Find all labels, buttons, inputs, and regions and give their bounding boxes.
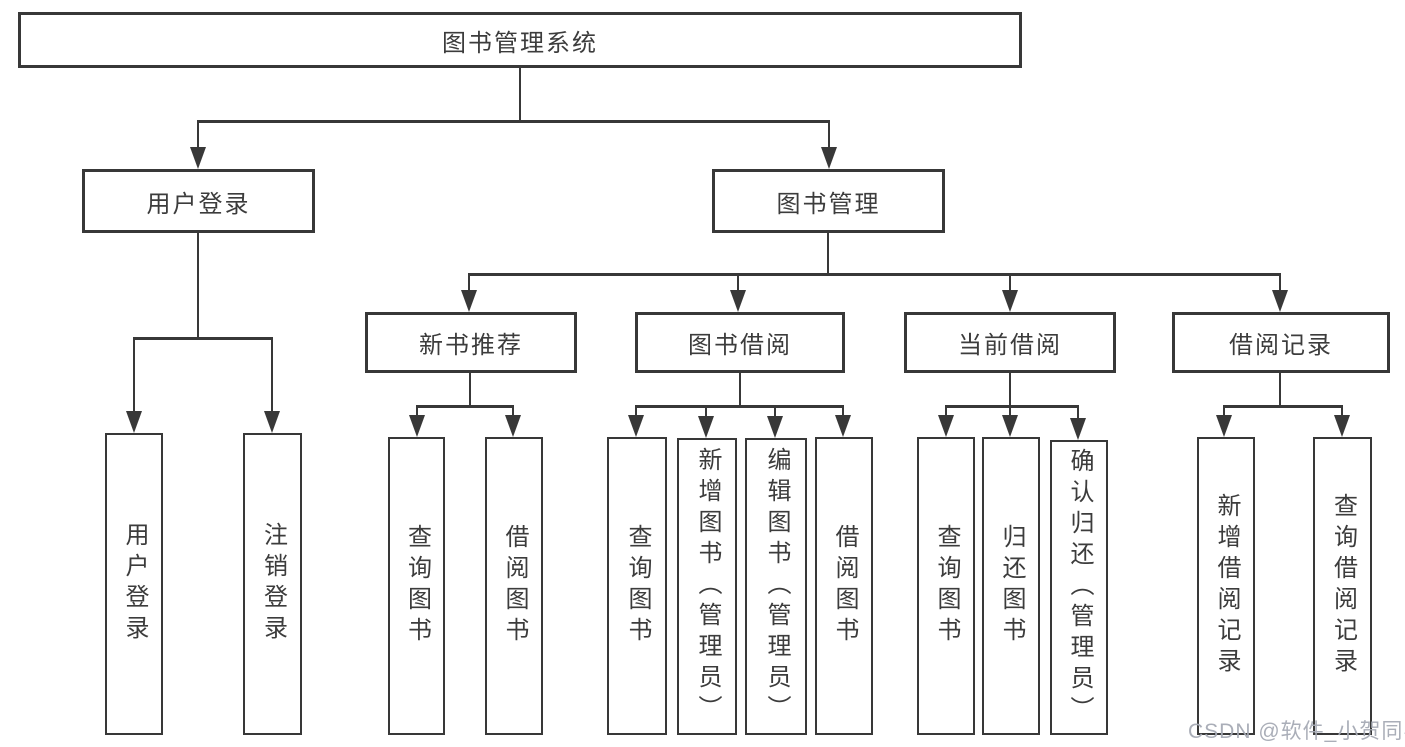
node-label: 当前借阅 <box>958 332 1062 359</box>
connector-drop-line <box>132 337 136 417</box>
node-label: 新书推荐 <box>419 332 523 359</box>
node-label: 查询图书 <box>403 524 431 648</box>
node-current-borrowing: 当前借阅 <box>904 312 1116 373</box>
arrow-down-icon <box>730 290 746 312</box>
connector-drop-line <box>634 405 638 421</box>
connector-drop-line <box>1340 405 1344 421</box>
node-book-management: 图书管理 <box>712 169 945 233</box>
connector-drop-line <box>511 405 515 421</box>
node-leaf-add-books-admin: 新增图书（管理员） <box>677 438 737 735</box>
node-label: 图书管理 <box>776 190 881 218</box>
node-label: 用户登录 <box>121 522 148 646</box>
node-label: 借阅记录 <box>1229 332 1333 359</box>
connector-drop-line <box>467 273 471 296</box>
arrow-down-icon <box>505 415 521 437</box>
connector-stem <box>1278 373 1282 408</box>
node-label: 借阅图书 <box>831 524 858 648</box>
connector-stem <box>1008 373 1012 408</box>
arrow-down-icon <box>698 416 714 438</box>
connector-drop-line <box>704 405 708 422</box>
arrow-down-icon <box>821 147 837 169</box>
node-leaf-query-books-3: 查询图书 <box>917 437 975 735</box>
connector-rail <box>634 405 845 408</box>
connector-rail <box>196 120 831 123</box>
connector-drop-line <box>1008 405 1012 421</box>
node-leaf-query-books-2: 查询图书 <box>607 437 667 735</box>
node-leaf-return-books: 归还图书 <box>982 437 1040 735</box>
arrow-down-icon <box>1070 418 1086 440</box>
connector-drop-line <box>1278 273 1282 296</box>
connector-drop-line <box>196 120 200 153</box>
node-label: 查询图书 <box>933 524 960 648</box>
connector-drop-line <box>827 120 831 153</box>
node-label: 编辑图书（管理员） <box>763 447 790 726</box>
connector-rail <box>132 337 274 340</box>
node-leaf-logout: 注销登录 <box>243 433 302 735</box>
arrow-down-icon <box>1216 415 1232 437</box>
connector-drop-line <box>944 405 948 421</box>
node-user-login: 用户登录 <box>82 169 315 233</box>
csdn-watermark: CSDN @软件_小贺同学 <box>1188 720 1405 743</box>
node-label: 用户登录 <box>146 190 251 218</box>
node-label: 新增借阅记录 <box>1213 493 1240 679</box>
arrow-down-icon <box>835 415 851 437</box>
arrow-down-icon <box>264 411 280 433</box>
connector-rail <box>1222 405 1344 408</box>
connector-stem <box>738 373 742 408</box>
node-borrowing-records: 借阅记录 <box>1172 312 1390 373</box>
connector-drop-line <box>841 405 845 421</box>
connector-rail <box>467 273 1282 276</box>
connector-stem <box>518 68 522 123</box>
node-label: 新增图书（管理员） <box>694 447 721 726</box>
connector-rail <box>944 405 1080 408</box>
node-leaf-query-borrow-record: 查询借阅记录 <box>1313 437 1372 735</box>
connector-stem <box>468 373 472 408</box>
arrow-down-icon <box>409 415 425 437</box>
connector-stem <box>196 233 200 340</box>
node-leaf-user-login: 用户登录 <box>105 433 163 735</box>
node-label: 查询借阅记录 <box>1329 493 1357 679</box>
connector-drop-line <box>270 337 274 417</box>
node-leaf-query-books-1: 查询图书 <box>388 437 445 735</box>
arrow-down-icon <box>126 411 142 433</box>
arrow-down-icon <box>628 415 644 437</box>
connector-drop-line <box>773 405 777 422</box>
node-label: 归还图书 <box>998 524 1025 648</box>
node-new-book-recommend: 新书推荐 <box>365 312 577 373</box>
node-label: 注销登录 <box>259 522 287 646</box>
node-leaf-confirm-return: 确认归还（管理员） <box>1050 440 1108 735</box>
node-leaf-borrow-books-2: 借阅图书 <box>815 437 873 735</box>
node-root: 图书管理系统 <box>18 12 1022 68</box>
node-label: 图书借阅 <box>688 332 792 359</box>
connector-drop-line <box>1076 405 1080 424</box>
arrow-down-icon <box>1272 290 1288 312</box>
connector-drop-line <box>736 273 740 296</box>
node-book-borrowing: 图书借阅 <box>635 312 845 373</box>
arrow-down-icon <box>767 416 783 438</box>
connector-drop-line <box>415 405 419 421</box>
connector-rail <box>415 405 515 408</box>
connector-drop-line <box>1008 273 1012 296</box>
node-label: 查询图书 <box>624 524 651 648</box>
connector-stem <box>826 233 830 276</box>
arrow-down-icon <box>1334 415 1350 437</box>
arrow-down-icon <box>1002 290 1018 312</box>
arrow-down-icon <box>190 147 206 169</box>
arrow-down-icon <box>461 290 477 312</box>
node-label: 图书管理系统 <box>442 29 598 57</box>
arrow-down-icon <box>1002 415 1018 437</box>
node-leaf-edit-books-admin: 编辑图书（管理员） <box>745 438 807 735</box>
node-label: 确认归还（管理员） <box>1066 448 1093 727</box>
node-label: 借阅图书 <box>501 524 528 648</box>
arrow-down-icon <box>938 415 954 437</box>
connector-drop-line <box>1222 405 1226 421</box>
node-leaf-add-borrow-record: 新增借阅记录 <box>1197 437 1255 735</box>
node-leaf-borrow-books-1: 借阅图书 <box>485 437 543 735</box>
